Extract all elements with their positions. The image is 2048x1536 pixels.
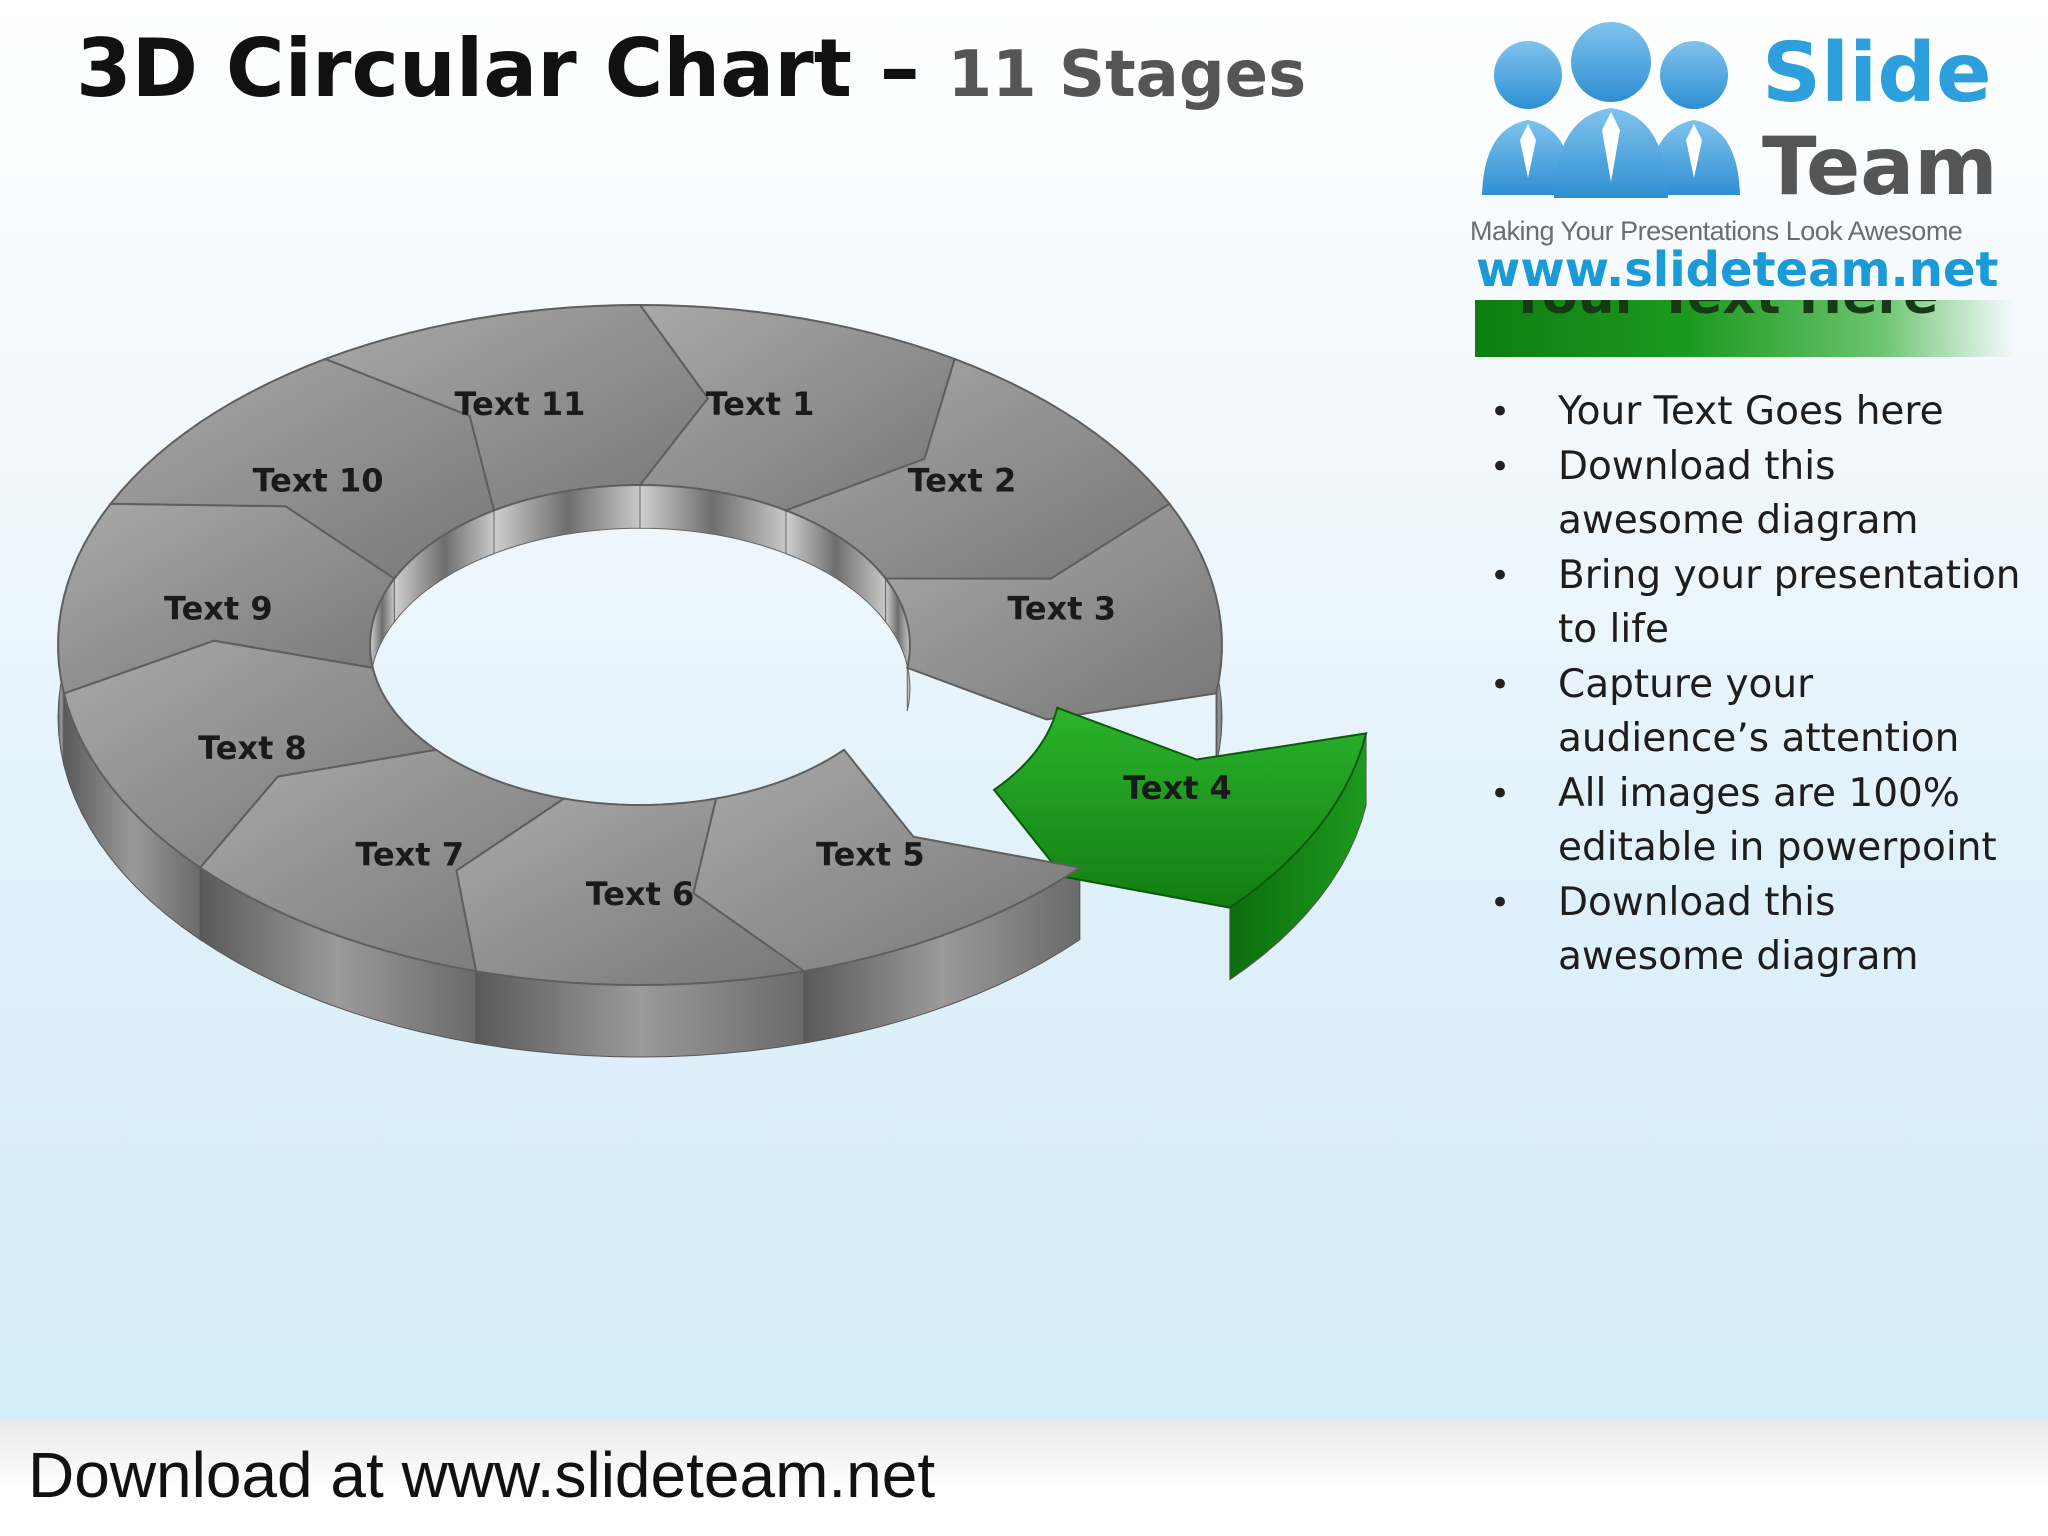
stage-label-11: Text 11 bbox=[455, 385, 586, 423]
slide-title: 3D Circular Chart – 11 Stages bbox=[76, 22, 1306, 115]
ring-side-walls bbox=[57, 484, 1367, 1058]
bullet-list: Your Text Goes here Download this awesom… bbox=[1490, 385, 2030, 985]
stage-label-10: Text 10 bbox=[253, 461, 384, 499]
bullet-item: Bring your presentation to life bbox=[1490, 549, 2030, 658]
title-main: 3D Circular Chart – bbox=[76, 22, 948, 115]
bullet-item: Download this awesome diagram bbox=[1490, 876, 2030, 985]
panel-heading-bar: Your Text Here bbox=[1475, 300, 2015, 357]
logo-word-team: Team bbox=[1762, 120, 1998, 213]
stage-segment-11 bbox=[322, 303, 710, 512]
stage-label-4: Text 4 bbox=[1123, 769, 1232, 807]
stage-label-2: Text 2 bbox=[908, 461, 1017, 499]
bullet-item: All images are 100% editable in powerpoi… bbox=[1490, 767, 2030, 876]
bullet-item: Download this awesome diagram bbox=[1490, 440, 2030, 549]
ring-labels: Text 1 Text 2 Text 3 Text 4 Text 5 Text 6 Text… bbox=[164, 385, 1232, 913]
stage-label-3: Text 3 bbox=[1007, 589, 1116, 627]
circular-stage-diagram: Text 1 Text 2 Text 3 Text 4 Text 5 Text 6 Text… bbox=[57, 303, 1368, 1058]
title-sub: 11 Stages bbox=[947, 38, 1307, 112]
ring-segments bbox=[57, 303, 1368, 987]
bullet-item: Your Text Goes here bbox=[1490, 385, 2030, 440]
slideteam-logo: Slide Team Making Your Presentations Loo… bbox=[1470, 20, 2020, 320]
footer-bar: Download at www.slideteam.net bbox=[0, 1420, 2048, 1536]
stage-label-1: Text 1 bbox=[706, 385, 815, 423]
stage-label-8: Text 8 bbox=[198, 729, 307, 767]
stage-label-9: Text 9 bbox=[164, 589, 273, 627]
people-icon bbox=[1482, 22, 1740, 198]
footer-text: Download at www.slideteam.net bbox=[28, 1439, 936, 1511]
stage-label-5: Text 5 bbox=[816, 835, 925, 873]
stage-label-7: Text 7 bbox=[355, 835, 464, 873]
stage-segment-3 bbox=[883, 502, 1223, 721]
bullet-item: Capture your audience’s attention bbox=[1490, 658, 2030, 767]
stage-label-6: Text 6 bbox=[586, 875, 695, 913]
logo-word-slide: Slide bbox=[1762, 26, 1992, 121]
logo-url: www.slideteam.net bbox=[1476, 242, 1999, 298]
panel-heading: Your Text Here bbox=[1509, 300, 1938, 326]
logo-tagline: Making Your Presentations Look Awesome bbox=[1470, 216, 1963, 246]
stage-segment-4 bbox=[992, 706, 1368, 909]
